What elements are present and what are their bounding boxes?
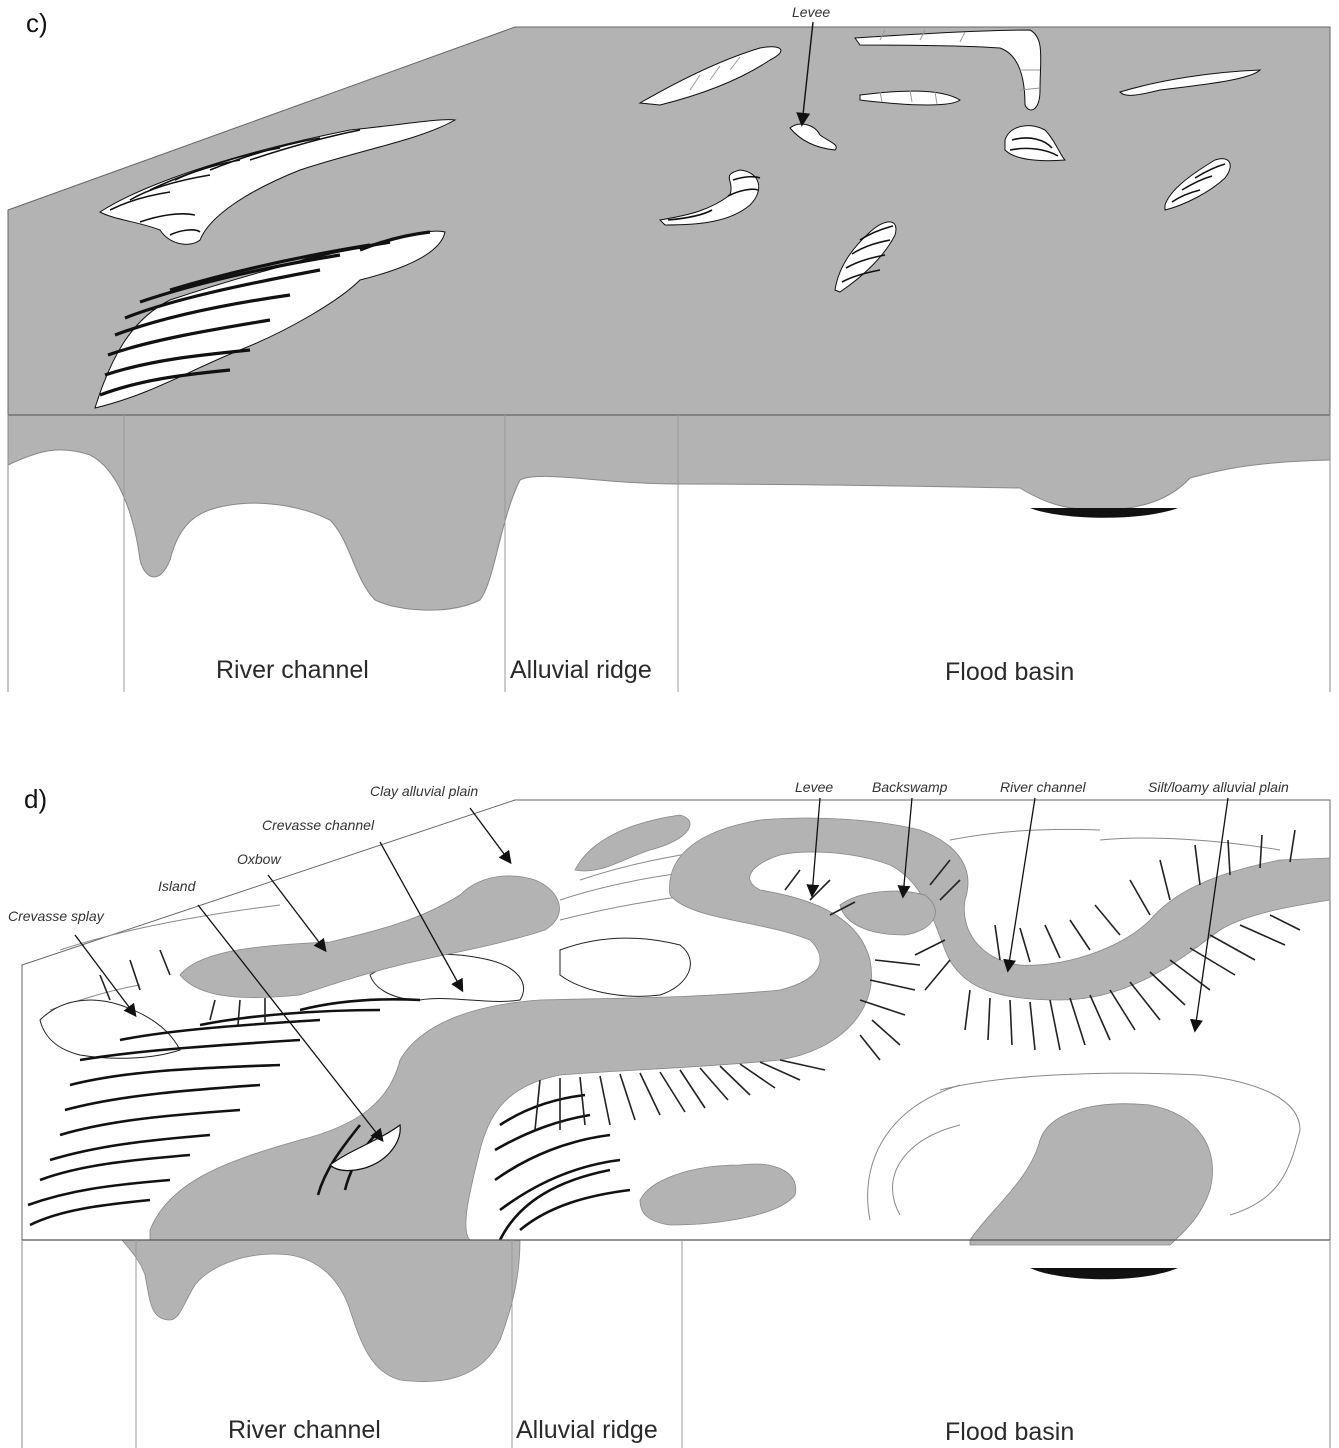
annotation-oxbow: Oxbow: [237, 851, 281, 867]
panel-c-label: c): [26, 8, 48, 38]
panel-c-annotation-levee: Levee: [792, 4, 830, 20]
annotation-backswamp: Backswamp: [872, 779, 948, 795]
annotation-island: Island: [158, 878, 197, 894]
panel-d-zone-alluvial-ridge: Alluvial ridge: [516, 1416, 658, 1444]
panel-d-label: d): [24, 784, 47, 814]
panel-c-cross-section: [8, 415, 1330, 692]
panel-c: c): [8, 4, 1330, 692]
panel-d-peat-lens: [1030, 1268, 1178, 1279]
annotation-silt-loamy-alluvial-plain: Silt/loamy alluvial plain: [1148, 779, 1289, 795]
panel-d-section-gray: [122, 1240, 520, 1382]
panel-d-cross-section: [22, 1240, 1330, 1448]
panel-d: d): [8, 779, 1330, 1448]
annotation-clay-alluvial-plain: Clay alluvial plain: [370, 783, 478, 799]
panel-c-zone-alluvial-ridge: Alluvial ridge: [510, 656, 652, 684]
panel-c-zone-flood-basin: Flood basin: [945, 658, 1074, 686]
annotation-levee: Levee: [795, 779, 833, 795]
annotation-crevasse-splay: Crevasse splay: [8, 908, 105, 924]
panel-d-zone-river-channel: River channel: [228, 1416, 381, 1444]
panel-c-zone-river-channel: River channel: [216, 656, 369, 684]
annotation-crevasse-channel: Crevasse channel: [262, 817, 375, 833]
panel-c-peat-lens: [1030, 508, 1178, 518]
panel-d-zone-flood-basin: Flood basin: [945, 1418, 1074, 1446]
annotation-river-channel: River channel: [1000, 779, 1086, 795]
